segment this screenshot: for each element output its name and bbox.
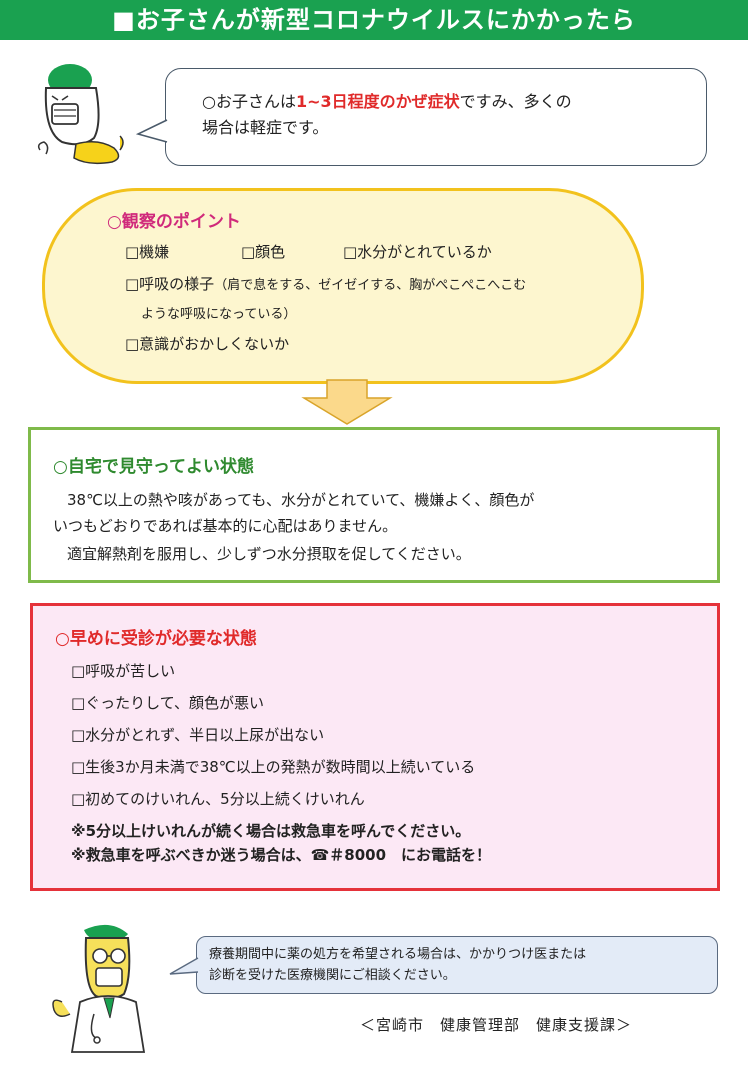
see-doctor-title: ○早めに受診が必要な状態 [55,629,257,649]
home-care-title: ○自宅で見守ってよい状態 [53,457,254,477]
intro-speech-bubble: ○お子さんは1~3日程度のかぜ症状ですみ、多くの 場合は軽症です。 [165,68,707,166]
home-care-box: ○自宅で見守ってよい状態 38℃以上の熱や咳があっても、水分がとれていて、機嫌よ… [28,427,720,583]
symptom-item: □初めてのけいれん、5分以上続くけいれん [71,790,365,808]
doctor-character-illustration [52,924,146,1053]
page-title: ■お子さんが新型コロナウイルスにかかったら [0,0,748,40]
symptom-item: □呼吸が苦しい [71,662,176,680]
medicine-note-bubble: 療養期間中に薬の処方を希望される場合は、かかりつけ医または 診断を受けた医療機関… [196,936,718,994]
check-hydration: □水分がとれているか [343,243,492,261]
medicine-note-line1: 療養期間中に薬の処方を希望される場合は、かかりつけ医または [209,947,587,962]
bubble-tail [169,957,199,975]
ambulance-note: ※5分以上けいれんが続く場合は救急車を呼んでください。 [71,822,471,840]
bubble-tail [136,119,168,143]
home-care-line1: 38℃以上の熱や咳があっても、水分がとれていて、機嫌よく、顔色が [67,491,535,509]
footer-department: ＜宮崎市 健康管理部 健康支援課＞ [360,1016,633,1034]
see-doctor-box: ○早めに受診が必要な状態 □呼吸が苦しい □ぐったりして、顔色が悪い □水分がと… [30,603,720,891]
intro-suffix: ですみ、多くの [459,92,572,111]
check-consciousness: □意識がおかしくないか [125,335,290,353]
check-complexion: □顔色 [241,243,286,261]
observation-points-box: ○観察のポイント □機嫌 □顔色 □水分がとれているか □呼吸の様子（肩で息をす… [42,188,644,384]
child-character-illustration [37,64,124,165]
home-care-line2: いつもどおりであれば基本的に心配はありません。 [53,517,398,535]
observation-title: ○観察のポイント [107,212,241,232]
symptom-item: □生後3か月未満で38℃以上の発熱が数時間以上続いている [71,758,476,776]
home-care-line3: 適宜解熱剤を服用し、少しずつ水分摂取を促してください。 [67,545,471,563]
check-mood: □機嫌 [125,243,170,261]
symptom-item: □ぐったりして、顔色が悪い [71,694,264,712]
down-arrow-icon [301,379,393,425]
breathing-note-1: （肩で息をする、ゼイゼイする、胸がぺこぺこへこむ [214,278,527,293]
intro-line2: 場合は軽症です。 [202,118,329,137]
symptom-item: □水分がとれず、半日以上尿が出ない [71,726,325,744]
check-breathing: □呼吸の様子 [125,275,215,293]
intro-prefix: ○お子さんは [202,92,296,111]
consult-line-note: ※救急車を呼ぶべきか迷う場合は、☎＃8000 にお電話を！ [71,846,492,864]
breathing-note-2: ような呼吸になっている） [141,307,297,322]
medicine-note-line2: 診断を受けた医療機関にご相談ください。 [209,968,456,983]
intro-highlight: 1~3日程度のかぜ症状 [295,92,460,111]
